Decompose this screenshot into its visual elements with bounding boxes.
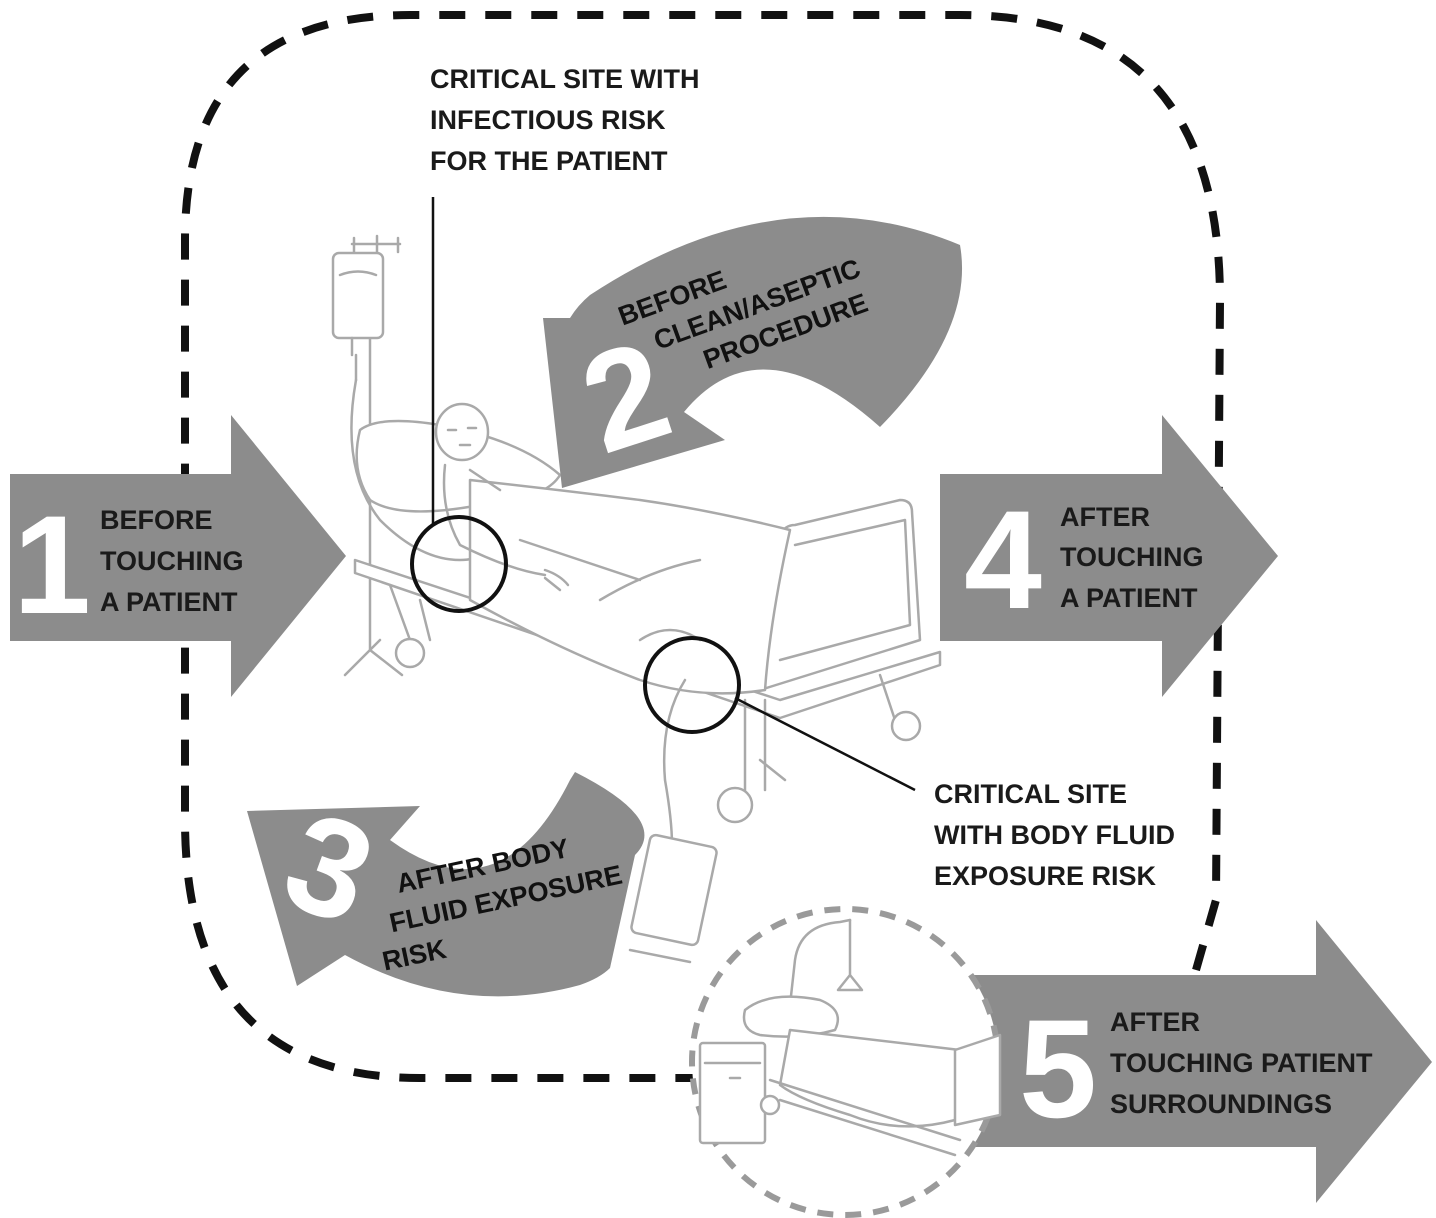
moment-5-label: AFTER TOUCHING PATIENT SURROUNDINGS [1110,1007,1373,1119]
svg-text:TOUCHING: TOUCHING [100,546,244,576]
svg-text:EXPOSURE RISK: EXPOSURE RISK [934,861,1157,891]
moment-2-arrow [543,216,963,488]
callout-line-fluid [734,696,916,792]
svg-text:AFTER: AFTER [1060,502,1150,532]
patient-zone-border [181,11,1225,1082]
moment-4-arrow [940,415,1278,697]
critical-site-catheter-circle [643,636,741,734]
svg-text:AFTER: AFTER [1110,1007,1200,1037]
svg-text:CRITICAL SITE: CRITICAL SITE [934,779,1127,809]
svg-text:FOR THE PATIENT: FOR THE PATIENT [430,146,668,176]
moment-5-number: 5 [1019,990,1097,1147]
svg-text:TOUCHING PATIENT: TOUCHING PATIENT [1110,1048,1373,1078]
svg-text:WITH BODY FLUID: WITH BODY FLUID [934,820,1175,850]
moment-5-arrow [960,920,1432,1203]
svg-text:SURROUNDINGS: SURROUNDINGS [1110,1089,1332,1119]
callout-infectious-risk: CRITICAL SITE WITH INFECTIOUS RISK FOR T… [430,64,700,176]
callout-body-fluid-risk: CRITICAL SITE WITH BODY FLUID EXPOSURE R… [934,779,1175,891]
moment-1-arrow [10,415,346,697]
svg-text:BEFORE: BEFORE [100,505,213,535]
critical-site-iv-circle [410,515,508,613]
moment-1-number: 1 [13,486,91,643]
svg-text:CRITICAL SITE WITH: CRITICAL SITE WITH [430,64,700,94]
moment-4-number: 4 [964,481,1042,638]
moment-3-arrow [247,772,645,997]
surroundings-illustration [698,918,1002,1157]
moment-4-label: AFTER TOUCHING A PATIENT [1060,502,1204,613]
svg-text:INFECTIOUS RISK: INFECTIOUS RISK [430,105,666,135]
svg-text:A PATIENT: A PATIENT [100,587,238,617]
svg-text:TOUCHING: TOUCHING [1060,542,1204,572]
moment-1-label: BEFORE TOUCHING A PATIENT [100,505,244,617]
svg-text:A PATIENT: A PATIENT [1060,583,1198,613]
